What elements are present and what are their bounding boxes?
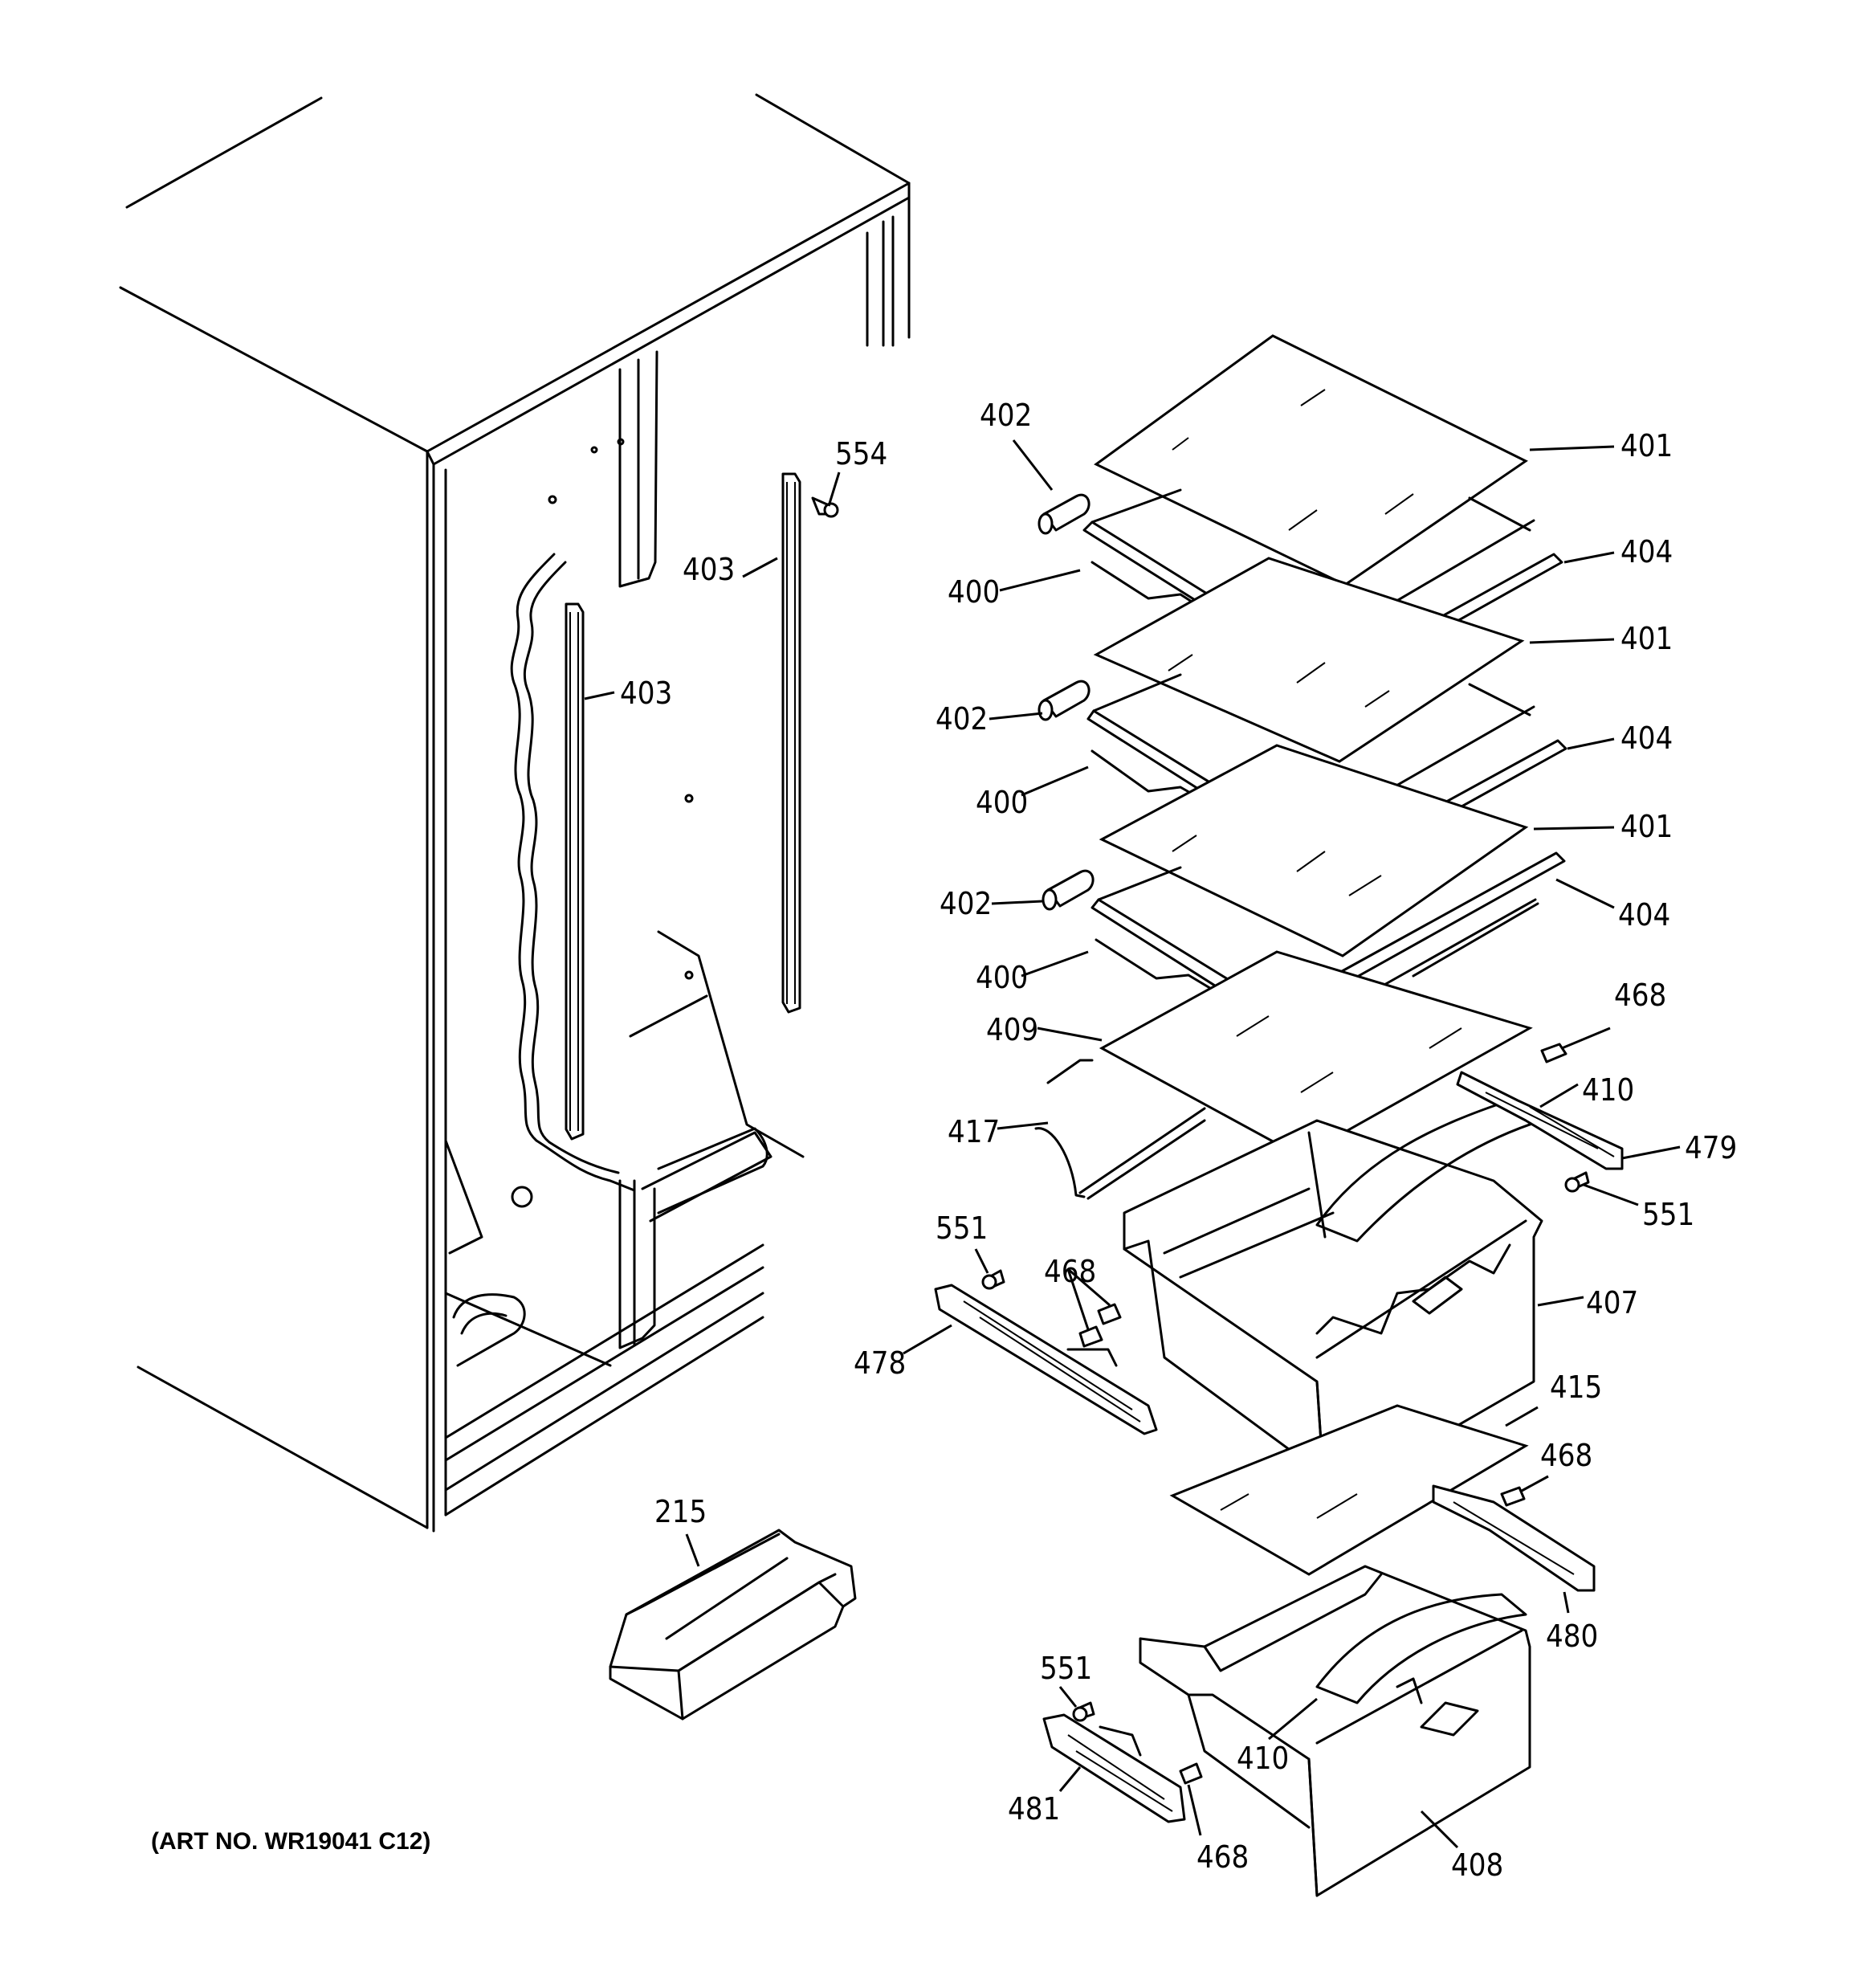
callout-410: 410 — [1237, 1741, 1289, 1776]
shelf-glass-401-mid — [1093, 557, 1525, 763]
callout-400: 400 — [948, 574, 1000, 610]
shelf-glass-401-low — [1099, 744, 1529, 957]
callout-478: 478 — [854, 1345, 906, 1381]
callout-401: 401 — [1620, 809, 1673, 844]
crisper-drawer-407 — [1123, 1099, 1543, 1504]
callout-480: 480 — [1546, 1619, 1598, 1654]
callout-410: 410 — [1582, 1072, 1634, 1108]
callout-403: 403 — [683, 552, 735, 587]
crisper-cover-frame-417 — [1034, 1059, 1206, 1200]
callout-402: 402 — [936, 701, 988, 737]
callout-404: 404 — [1620, 720, 1673, 756]
shelf-ladder-403-right — [781, 472, 801, 1014]
slide-stop-468-d — [1179, 1762, 1203, 1785]
leader-lines — [584, 439, 1681, 1849]
art-number: (ART NO. WR19041 C12) — [151, 1828, 430, 1855]
callout-401: 401 — [1620, 621, 1673, 656]
screw-551-a — [1564, 1171, 1590, 1193]
callout-407: 407 — [1586, 1285, 1638, 1321]
callout-468: 468 — [1614, 978, 1666, 1013]
slide-stop-468-b — [1078, 1303, 1122, 1348]
callout-554: 554 — [835, 436, 887, 471]
callout-408: 408 — [1451, 1847, 1503, 1883]
crisper-rail-479 — [1456, 1071, 1624, 1170]
callout-417: 417 — [948, 1114, 1000, 1149]
shelf-support-402-mid — [1037, 680, 1090, 721]
callout-labels: 402 401 554 403 400 404 401 403 402 404 … — [620, 398, 1737, 1883]
crisper-drawer-408 — [1139, 1565, 1531, 1897]
shelf-support-402-low — [1042, 869, 1095, 911]
callout-404: 404 — [1618, 897, 1670, 933]
callout-404: 404 — [1620, 534, 1673, 569]
crisper-cover-glass-409 — [1099, 950, 1533, 1158]
crisper-rail-481 — [1042, 1713, 1186, 1823]
callout-481: 481 — [1008, 1791, 1060, 1827]
refrigerator-cabinet — [119, 93, 911, 1533]
callout-402: 402 — [940, 886, 992, 921]
crisper-cover-glass-415 — [1169, 1404, 1529, 1576]
screw-551-b — [981, 1269, 1005, 1290]
crisper-rail-478 — [934, 1284, 1158, 1435]
callout-551: 551 — [936, 1210, 988, 1246]
callout-401: 401 — [1620, 428, 1673, 463]
callout-468: 468 — [1196, 1839, 1249, 1875]
callout-215: 215 — [654, 1494, 707, 1529]
callout-400: 400 — [976, 960, 1028, 995]
screw-551-c — [1072, 1701, 1095, 1722]
callout-468: 468 — [1540, 1438, 1592, 1473]
shelf-support-402-top — [1037, 493, 1090, 535]
shelf-ladder-403-left — [565, 602, 585, 1141]
callout-402: 402 — [980, 398, 1032, 433]
callout-479: 479 — [1685, 1130, 1737, 1165]
callout-409: 409 — [986, 1012, 1038, 1047]
shelf-glass-401-top — [1094, 334, 1528, 586]
callout-551: 551 — [1040, 1651, 1092, 1686]
callout-551: 551 — [1642, 1197, 1694, 1232]
callout-415: 415 — [1550, 1370, 1602, 1405]
callout-400: 400 — [976, 785, 1028, 820]
callout-403: 403 — [620, 676, 672, 711]
slide-stop-468-a — [1540, 1043, 1567, 1063]
slide-stop-468-c — [1500, 1486, 1526, 1507]
screw-554 — [811, 496, 839, 518]
crisper-rail-480 — [1432, 1484, 1596, 1592]
callout-468: 468 — [1044, 1254, 1096, 1289]
door-bin-215 — [609, 1529, 857, 1721]
